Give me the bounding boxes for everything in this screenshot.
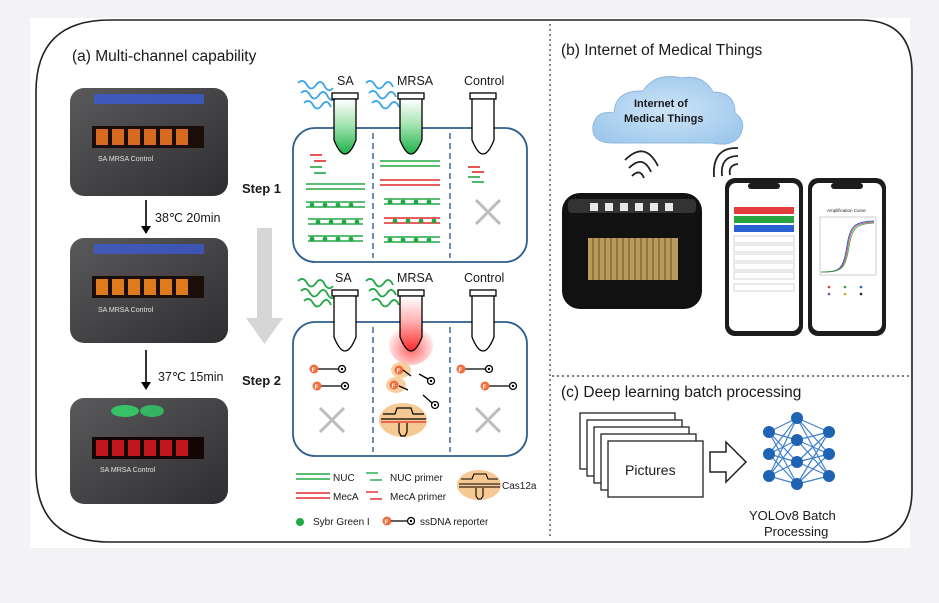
- legend-nuc-primer: NUC primer: [390, 473, 443, 484]
- device-label-2: SA MRSA Control: [98, 307, 154, 314]
- sa-step1-dna: [306, 154, 365, 242]
- light-waves-step1: [297, 80, 400, 110]
- wifi-icon-device: [624, 150, 659, 179]
- phone-chart-title: Amplification Curve: [827, 208, 866, 213]
- tube-label-control-2: Control: [464, 271, 504, 285]
- legend-meca: MecA: [333, 492, 359, 503]
- step2-condition: 37℃ 15min: [158, 370, 224, 384]
- model-line-2: Processing: [764, 524, 828, 539]
- wifi-icon-phone: [713, 147, 739, 178]
- control-step1: [468, 166, 502, 226]
- process-arrow-c: [709, 440, 748, 484]
- cloud-line-1: Internet of: [634, 98, 688, 110]
- neural-network-icon: [763, 412, 835, 490]
- step2-label: Step 2: [242, 373, 281, 388]
- legend-cas12a: Cas12a: [502, 481, 537, 492]
- reporter-letter: F: [483, 384, 487, 391]
- tube-label-sa-1: SA: [337, 74, 354, 88]
- arrow-down-1: [141, 200, 151, 234]
- panel-b-title: (b) Internet of Medical Things: [561, 42, 763, 59]
- device-step1: SA MRSA Control: [70, 238, 228, 343]
- cloud-line-2: Medical Things: [624, 113, 703, 125]
- detection-device: [562, 193, 702, 309]
- cloud-icon: [592, 76, 744, 145]
- legend-meca-primer: MecA primer: [390, 492, 447, 503]
- process-arrow: [246, 228, 283, 344]
- legend-sybr: Sybr Green I: [313, 517, 370, 528]
- step1-condition: 38℃ 20min: [155, 211, 221, 225]
- outer-frame: [35, 19, 913, 543]
- reporters-sa: F F: [309, 364, 350, 434]
- tube-label-sa-2: SA: [335, 271, 352, 285]
- panel-a-title: (a) Multi-channel capability: [72, 48, 257, 65]
- reporter-letter: F: [459, 367, 463, 374]
- reporters-control: F F: [456, 364, 518, 434]
- tube-label-mrsa-2: MRSA: [397, 271, 434, 285]
- panel-c-title: (c) Deep learning batch processing: [561, 384, 801, 401]
- phone-amplification-curve: Amplification Curve: [808, 178, 886, 336]
- legend-nuc: NUC: [333, 473, 355, 484]
- phone-app-menu: [725, 178, 803, 336]
- tube-label-mrsa-1: MRSA: [397, 74, 434, 88]
- tube-mrsa-step1: [397, 92, 425, 155]
- mrsa-step1-dna: [380, 160, 440, 243]
- light-waves-step2: [297, 278, 400, 308]
- device-step0: SA MRSA Control: [70, 88, 228, 196]
- legend-reporter: ssDNA reporter: [420, 517, 489, 528]
- tube-control-step2: [469, 289, 497, 352]
- reporters-mrsa: F F: [379, 362, 440, 437]
- device-label-1: SA MRSA Control: [98, 156, 154, 163]
- arrow-down-2: [141, 350, 151, 390]
- tube-control-step1: [469, 92, 497, 155]
- reporter-letter: F: [312, 367, 316, 374]
- reporter-letter: F: [385, 519, 389, 526]
- tube-sa-step1: [331, 92, 359, 155]
- reporter-letter: F: [315, 384, 319, 391]
- tube-mrsa-step2: [389, 289, 433, 365]
- reporter-letter: F: [392, 383, 396, 390]
- device-step2: SA MRSA Control: [70, 398, 228, 504]
- device-label-3: SA MRSA Control: [100, 467, 156, 474]
- step1-label: Step 1: [242, 181, 281, 196]
- tube-sa-step2: [331, 289, 359, 352]
- reporter-letter: F: [397, 368, 401, 375]
- picture-stack: [579, 412, 704, 498]
- tube-label-control-1: Control: [464, 74, 504, 88]
- pictures-label: Pictures: [625, 462, 676, 478]
- model-line-1: YOLOv8 Batch: [749, 508, 836, 523]
- legend: NUC NUC primer MecA MecA primer Cas12a S…: [296, 470, 537, 528]
